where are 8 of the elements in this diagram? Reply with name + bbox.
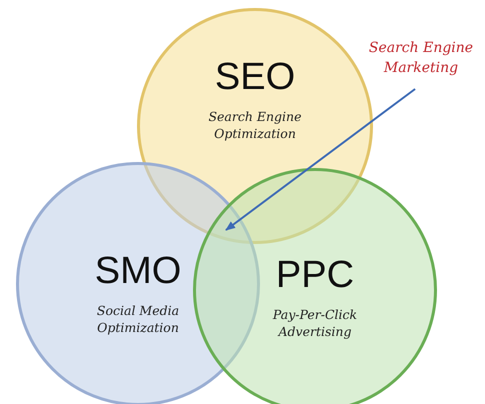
circle-subtitle: Search Engine Optimization [207,108,303,142]
circle-title: SMO [94,250,182,293]
circle-title: SEO [214,56,296,99]
callout-text: Search Engine Marketing [362,38,480,78]
leader-arrow [225,88,416,231]
circle-title: PPC [276,254,354,297]
circle-subtitle: Social Media Optimization [96,302,180,336]
circle-subtitle: Pay-Per-Click Advertising [272,306,358,340]
